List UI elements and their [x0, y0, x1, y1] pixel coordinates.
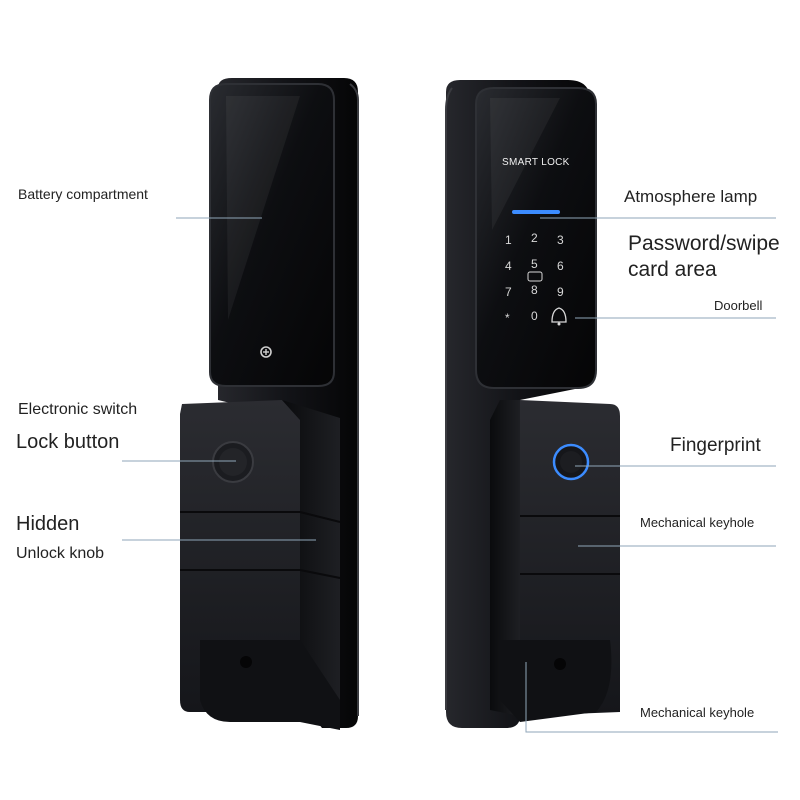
key-7[interactable]: 7: [505, 285, 512, 299]
label-password-line2: card area: [628, 258, 717, 281]
label-fingerprint: Fingerprint: [670, 435, 761, 456]
key-star[interactable]: *: [505, 311, 510, 325]
keypad: 1 2 3 4 5 6 7 8 9 * 0: [505, 231, 567, 326]
label-electronic-switch: Electronic switch: [18, 401, 138, 418]
label-mechanical-keyhole-bottom: Mechanical keyhole: [640, 705, 755, 720]
screw-icon: [260, 346, 272, 358]
label-atmosphere-lamp: Atmosphere lamp: [624, 187, 758, 206]
label-hidden: Hidden: [16, 513, 80, 535]
brand-text: SMART LOCK: [502, 157, 570, 168]
key-9[interactable]: 9: [557, 285, 564, 299]
inside-lock-body: [180, 78, 359, 730]
key-0[interactable]: 0: [531, 309, 538, 323]
key-3[interactable]: 3: [557, 233, 564, 247]
label-battery-compartment: Battery compartment: [18, 186, 148, 202]
key-4[interactable]: 4: [505, 259, 512, 273]
leader-lines: [122, 217, 778, 733]
atmosphere-lamp: [512, 210, 560, 214]
card-icon: [527, 271, 543, 282]
key-2[interactable]: 2: [531, 231, 538, 245]
key-6[interactable]: 6: [557, 259, 564, 273]
key-8[interactable]: 8: [531, 283, 538, 297]
label-lock-button: Lock button: [16, 431, 120, 453]
outside-lock-body: SMART LOCK 1 2 3 4 5 6 7 8 9 * 0: [445, 80, 620, 728]
label-password-line1: Password/swipe: [628, 232, 780, 255]
key-5[interactable]: 5: [531, 257, 538, 271]
key-1[interactable]: 1: [505, 233, 512, 247]
label-mechanical-keyhole-top: Mechanical keyhole: [640, 515, 755, 530]
label-unlock-knob: Unlock knob: [16, 545, 105, 562]
label-doorbell: Doorbell: [714, 298, 763, 313]
doorbell-icon[interactable]: [551, 307, 567, 323]
